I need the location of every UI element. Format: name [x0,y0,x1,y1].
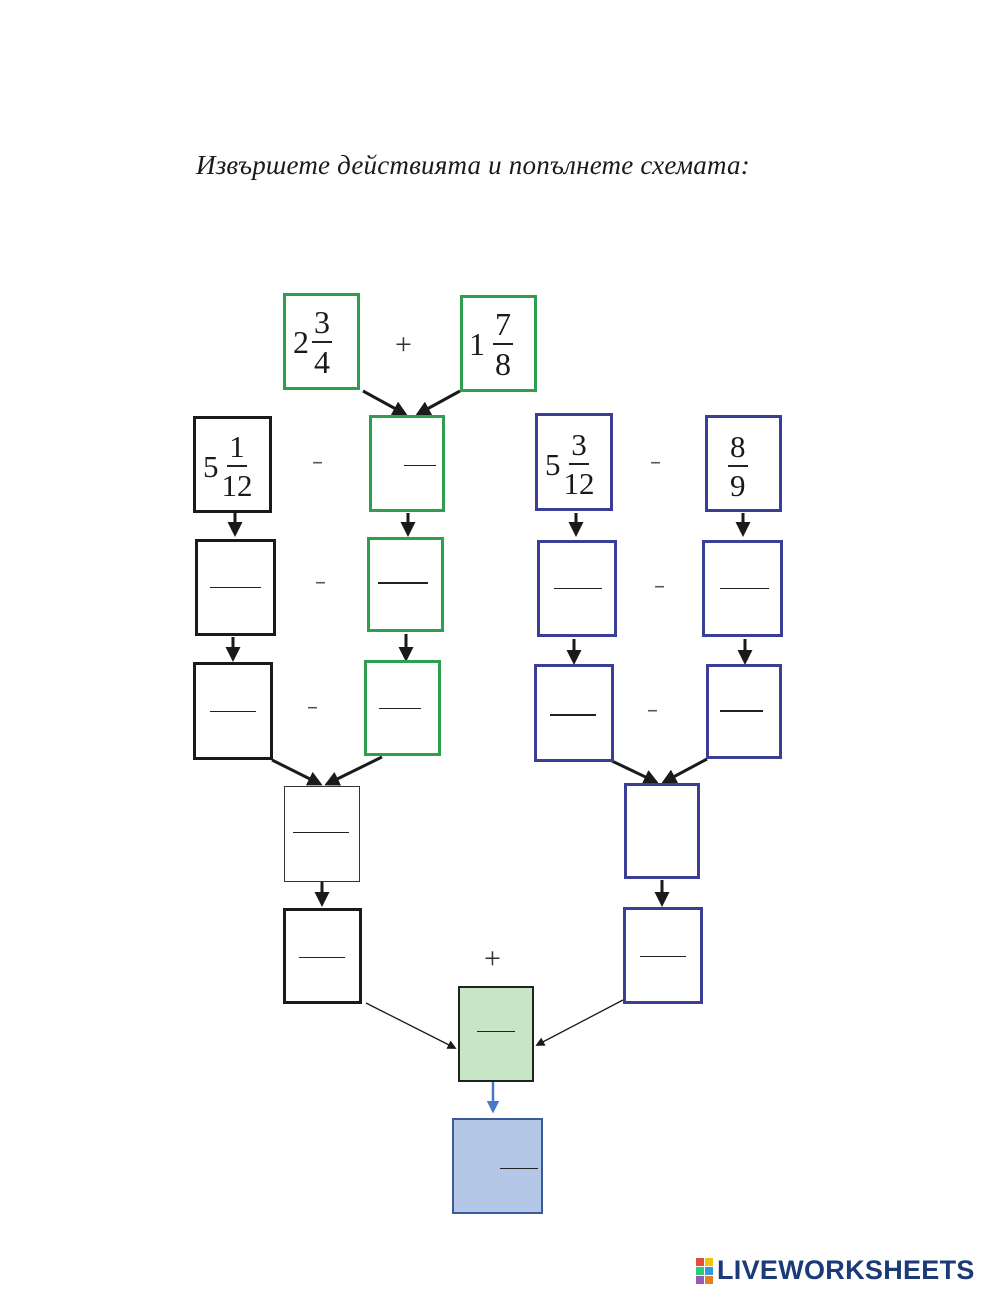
minus-sign: – [312,450,323,475]
given-left-numerator: 1 [227,431,247,467]
answer-box[interactable] [364,660,441,756]
liveworksheets-logo: LIVEWORKSHEETS [696,1255,975,1286]
minus-sign: – [647,698,658,723]
given-left-denominator: 12 [221,468,253,503]
fraction-bar [500,1168,538,1169]
answer-box[interactable] [624,783,700,879]
fraction-bar [210,587,261,588]
fraction-bar [404,465,436,466]
answer-box[interactable] [534,664,614,762]
given-box-left: 5 1 12 [193,416,272,513]
minus-sign: – [315,570,326,595]
fraction-bar [293,832,349,833]
answer-box[interactable] [193,662,273,760]
minus-sign: – [650,450,661,475]
answer-box[interactable] [537,540,617,637]
term-right-whole: 1 [469,326,485,362]
answer-box[interactable] [195,539,276,636]
plus-sign: + [484,942,501,975]
arrow-merge-left-a [271,758,323,786]
fraction-bar [640,956,686,957]
given-box-blue-right: 8 9 [705,415,782,512]
answer-box[interactable] [284,786,360,882]
term-box-right: 1 7 8 [460,295,537,392]
given-blue-left-whole: 5 [545,446,561,482]
fraction-bar [210,711,256,712]
minus-sign: – [654,574,665,599]
given-blue-right-denominator: 9 [730,468,746,503]
given-box-blue-left: 5 3 12 [535,413,613,511]
minus-sign: – [307,695,318,720]
fraction-bar [550,714,596,716]
arrow-merge-right-b [661,757,708,784]
given-left-whole: 5 [203,448,219,484]
answer-box[interactable] [623,907,703,1004]
arrow-top-right [415,389,461,416]
plus-sign: + [395,328,412,361]
arrow-to-sum-left [365,1002,457,1049]
logo-text: LIVEWORKSHEETS [717,1255,975,1285]
answer-box[interactable] [702,540,783,637]
fraction-bar [720,710,763,712]
answer-box[interactable] [283,908,362,1004]
arrow-merge-right-a [611,759,659,784]
fraction-bar [720,588,769,589]
arrow-to-sum-right [535,999,624,1046]
given-blue-left-numerator: 3 [569,429,589,465]
final-answer-box[interactable] [452,1118,543,1214]
fraction-bar [477,1031,515,1032]
term-left-denominator: 4 [314,344,330,380]
term-left-whole: 2 [293,324,309,360]
term-left-numerator: 3 [312,306,332,343]
fraction-bar [378,582,428,584]
term-box-left: 2 3 4 [283,293,360,390]
sum-answer-box[interactable] [458,986,534,1082]
answer-box[interactable] [367,537,444,632]
instruction-title: Извършете действията и попълнете схемата… [196,150,750,180]
arrow-merge-left-b [324,755,383,786]
fraction-bar [554,588,602,589]
arrow-top-left [362,389,408,416]
term-right-denominator: 8 [495,346,511,382]
given-blue-right-numerator: 8 [728,431,748,467]
fraction-bar [379,708,421,709]
answer-box-sum[interactable] [369,415,445,512]
logo-mark-icon [696,1257,713,1284]
answer-box[interactable] [706,664,782,759]
term-right-numerator: 7 [493,308,513,345]
fraction-bar [299,957,345,958]
given-blue-left-denominator: 12 [563,466,595,501]
